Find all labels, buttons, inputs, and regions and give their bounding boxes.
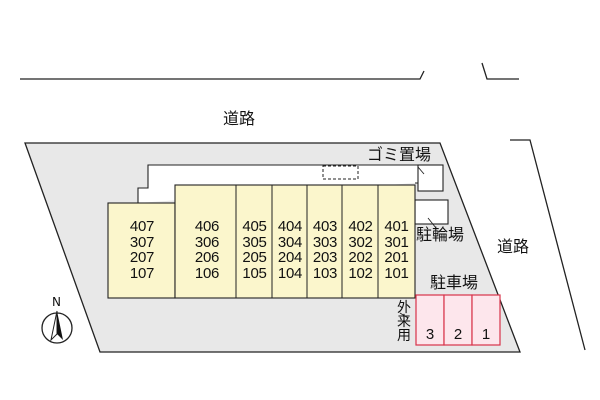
- bicycle-parking-label: 駐輪場: [416, 225, 465, 244]
- unit-number: 207: [129, 249, 155, 266]
- visitor-parking-char: 用: [397, 328, 411, 344]
- unit-number: 406: [194, 218, 220, 235]
- garbage-area: [417, 164, 444, 192]
- garbage-area-label: ゴミ置場: [367, 145, 432, 164]
- parking-number: 2: [453, 326, 463, 343]
- building-block-right: [174, 184, 416, 299]
- leader-line-garbage: [417, 166, 425, 175]
- unit-number: 206: [194, 249, 220, 266]
- visitor-parking-char: 来: [397, 314, 411, 330]
- unit-column: 406 306 206 106: [187, 219, 227, 281]
- unit-number: 204: [277, 249, 303, 266]
- unit-column: 404 304 204 104: [273, 219, 307, 281]
- unit-number: 202: [348, 249, 373, 266]
- unit-number: 402: [348, 218, 373, 235]
- unit-number: 303: [312, 233, 338, 251]
- unit-number: 301: [384, 233, 409, 251]
- unit-number: 102: [348, 264, 373, 282]
- unit-number: 106: [194, 264, 220, 282]
- parking-number: 3: [425, 326, 435, 343]
- unit-number: 404: [277, 218, 303, 235]
- unit-number: 305: [242, 233, 267, 251]
- leader-line-bicycle: [427, 217, 437, 229]
- road-edge-right: [510, 139, 586, 351]
- unit-number: 101: [384, 264, 409, 282]
- unit-number: 304: [277, 233, 303, 251]
- unit-number: 203: [312, 249, 338, 266]
- bicycle-parking-area: [414, 199, 449, 225]
- north-arrow-icon: [41, 310, 73, 344]
- dashed-box: [322, 165, 359, 180]
- unit-column: 401 301 201 101: [379, 219, 414, 281]
- car-parking-label: 駐車場: [430, 273, 479, 292]
- parking-space-1: [471, 294, 501, 346]
- unit-number: 104: [277, 264, 303, 282]
- leader-line-visitor: [399, 312, 409, 319]
- unit-number: 306: [194, 233, 220, 251]
- visitor-parking-char: 外: [397, 300, 411, 316]
- unit-number: 401: [384, 218, 409, 235]
- unit-column: 405 305 205 105: [237, 219, 272, 281]
- unit-number: 201: [384, 249, 409, 266]
- unit-column: 403 303 203 103: [308, 219, 342, 281]
- unit-column: 402 302 202 102: [343, 219, 378, 281]
- unit-number: 103: [312, 264, 338, 282]
- unit-number: 405: [242, 218, 267, 235]
- unit-number: 205: [242, 249, 267, 266]
- road-label-right: 道路: [497, 237, 530, 256]
- road-edge-top-left: [20, 70, 425, 80]
- road-label-top: 道路: [223, 109, 256, 128]
- unit-number: 307: [129, 233, 155, 251]
- road-edge-top-right: [481, 62, 519, 80]
- unit-column: 407 307 207 107: [122, 219, 162, 281]
- unit-number: 302: [348, 233, 373, 251]
- unit-number: 403: [312, 218, 338, 235]
- north-label: N: [52, 295, 61, 309]
- visitor-parking-label: 外 来 用: [396, 301, 412, 343]
- unit-number: 407: [129, 218, 155, 235]
- unit-number: 105: [242, 264, 267, 282]
- unit-number: 107: [129, 264, 155, 282]
- parking-number: 1: [481, 326, 491, 343]
